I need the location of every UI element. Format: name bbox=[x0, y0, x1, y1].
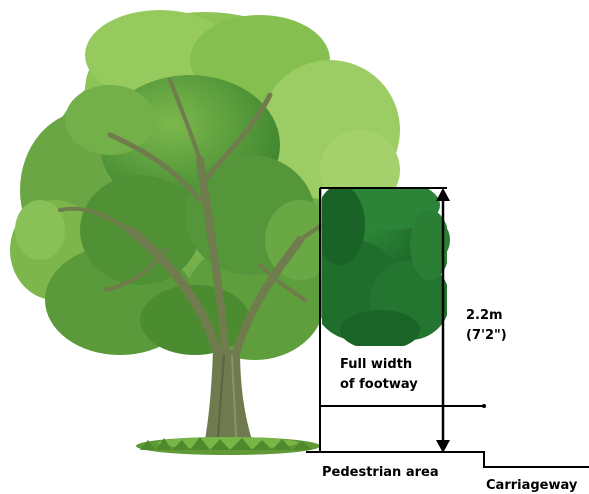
carriageway-label: Carriageway bbox=[486, 478, 578, 493]
clearance-height-imperial-label: (7'2") bbox=[466, 328, 507, 343]
dark-foliage-overhang bbox=[310, 180, 450, 350]
ground-profile: Pedestrian area Carriageway bbox=[306, 452, 589, 493]
clearance-zone: 2.2m (7'2") Full width of footway bbox=[310, 180, 507, 453]
grass-tuft bbox=[136, 437, 320, 455]
pedestrian-area-label: Pedestrian area bbox=[322, 465, 439, 480]
leaf-overhang bbox=[430, 224, 450, 256]
footway-width-end bbox=[482, 404, 486, 408]
clearance-height-label: 2.2m bbox=[466, 308, 503, 323]
footway-label-line2: of footway bbox=[340, 377, 418, 392]
footway-label-line1: Full width bbox=[340, 357, 412, 372]
tree-trunk bbox=[205, 350, 252, 440]
